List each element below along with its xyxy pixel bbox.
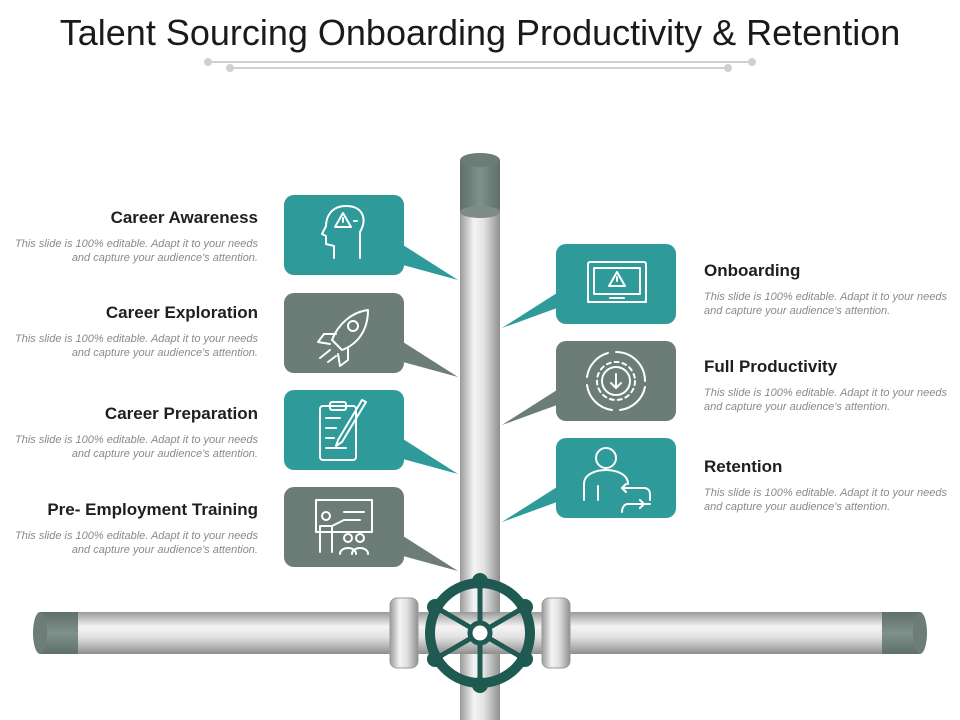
stage-description: This slide is 100% editable. Adapt it to… bbox=[15, 434, 258, 460]
stage-description: This slide is 100% editable. Adapt it to… bbox=[704, 387, 947, 413]
rocket-icon bbox=[317, 309, 369, 367]
page-title: Talent Sourcing Onboarding Productivity … bbox=[59, 12, 901, 53]
stage-box-onboarding bbox=[502, 244, 676, 328]
stage-title: Career Awareness bbox=[110, 208, 258, 227]
stage-label-pre-employment-training: Pre- Employment Training This slide is 1… bbox=[8, 500, 258, 557]
stage-description: This slide is 100% editable. Adapt it to… bbox=[15, 238, 258, 264]
stage-box-retention bbox=[502, 438, 676, 522]
stage-title: Pre- Employment Training bbox=[47, 500, 258, 519]
laptop-warning-icon bbox=[587, 261, 647, 303]
stage-label-career-awareness: Career Awareness This slide is 100% edit… bbox=[8, 208, 258, 265]
stage-box-career-preparation bbox=[284, 390, 458, 474]
stage-label-retention: Retention This slide is 100% editable. A… bbox=[704, 457, 954, 514]
person-exchange-icon bbox=[583, 447, 651, 513]
stage-title: Career Preparation bbox=[104, 404, 258, 423]
gear-cycle-icon bbox=[586, 351, 646, 411]
stage-title: Career Exploration bbox=[105, 303, 258, 322]
stage-box-pre-employment-training bbox=[284, 487, 458, 571]
stage-box-full-productivity bbox=[502, 341, 676, 425]
stage-box-career-awareness bbox=[284, 195, 458, 280]
stage-label-full-productivity: Full Productivity This slide is 100% edi… bbox=[704, 357, 954, 414]
stage-description: This slide is 100% editable. Adapt it to… bbox=[15, 530, 258, 556]
head-warning-icon bbox=[321, 205, 365, 259]
stage-description: This slide is 100% editable. Adapt it to… bbox=[15, 333, 258, 359]
presentation-icon bbox=[315, 499, 373, 555]
stage-title: Retention bbox=[704, 457, 783, 476]
clipboard-pen-icon bbox=[319, 399, 367, 461]
stage-label-career-preparation: Career Preparation This slide is 100% ed… bbox=[8, 404, 258, 461]
stage-box-career-exploration bbox=[284, 293, 458, 377]
stage-description: This slide is 100% editable. Adapt it to… bbox=[704, 487, 947, 513]
valve-wheel-icon bbox=[425, 573, 535, 693]
stage-title: Full Productivity bbox=[704, 357, 838, 376]
stage-label-onboarding: Onboarding This slide is 100% editable. … bbox=[704, 261, 954, 318]
stage-label-career-exploration: Career Exploration This slide is 100% ed… bbox=[8, 303, 258, 360]
stage-title: Onboarding bbox=[704, 261, 801, 280]
title-divider bbox=[204, 58, 756, 72]
stage-description: This slide is 100% editable. Adapt it to… bbox=[704, 291, 947, 317]
